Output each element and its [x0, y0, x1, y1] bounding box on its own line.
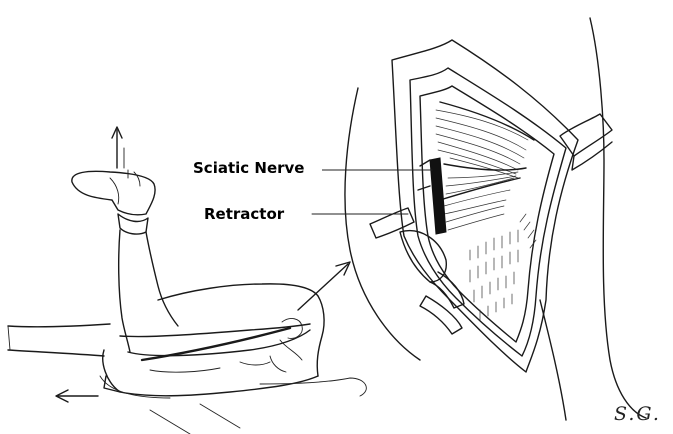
surgical-field-drawing [345, 18, 646, 420]
sciatic-nerve-label: Sciatic Nerve [193, 159, 304, 177]
retractor-label: Retractor [204, 205, 284, 223]
left-arrow-icon [56, 390, 98, 402]
diagonal-arrow-icon [298, 262, 350, 310]
up-arrow-icon [112, 127, 124, 168]
artist-signature: S.G. [614, 403, 661, 425]
sciatic-nerve-band [430, 158, 446, 234]
